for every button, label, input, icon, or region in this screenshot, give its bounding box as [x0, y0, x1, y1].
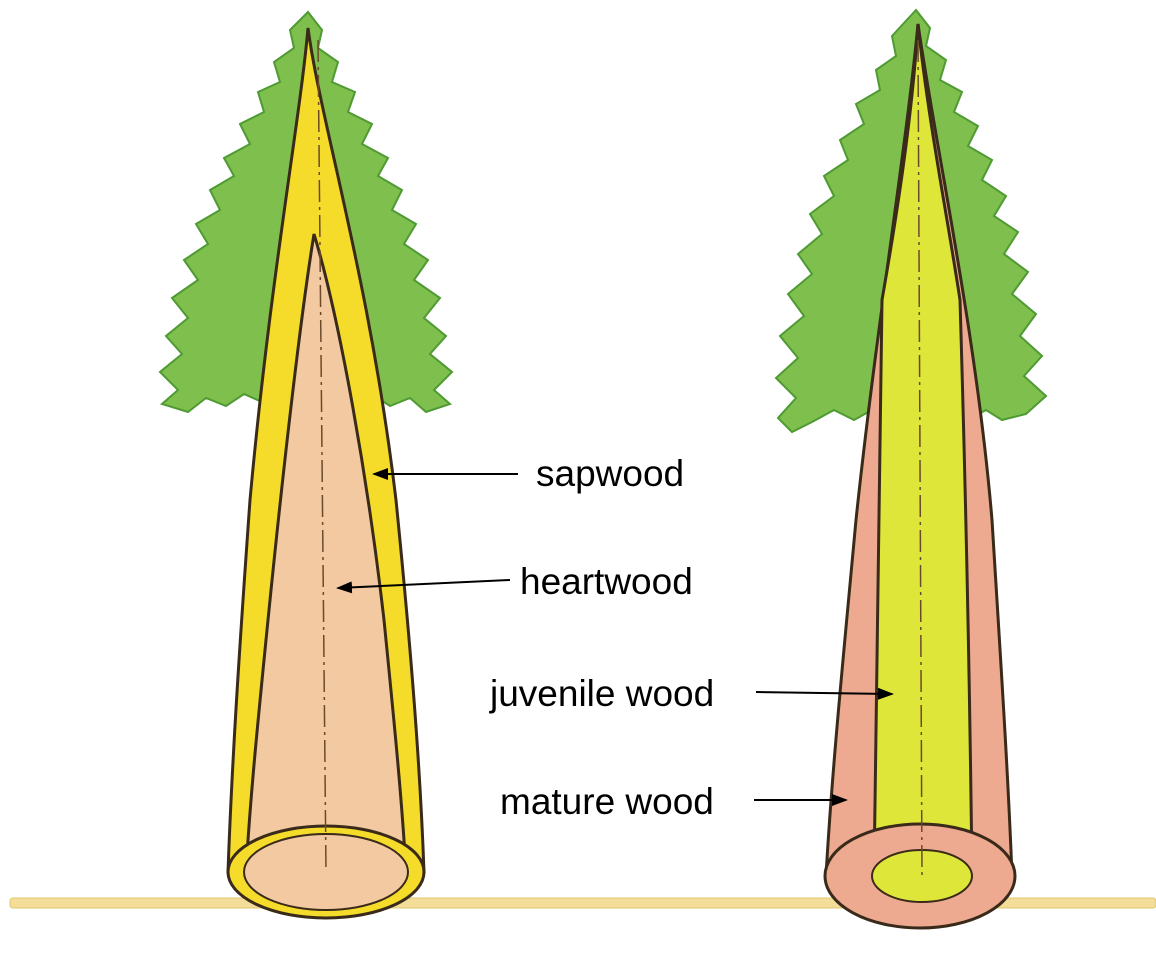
mature-wood-label: mature wood: [500, 781, 714, 822]
sapwood-label: sapwood: [536, 453, 684, 494]
right-tree: [776, 10, 1046, 928]
juvenile-wood-label: juvenile wood: [489, 673, 714, 714]
heartwood-label: heartwood: [520, 561, 693, 602]
left-tree: [160, 12, 452, 918]
